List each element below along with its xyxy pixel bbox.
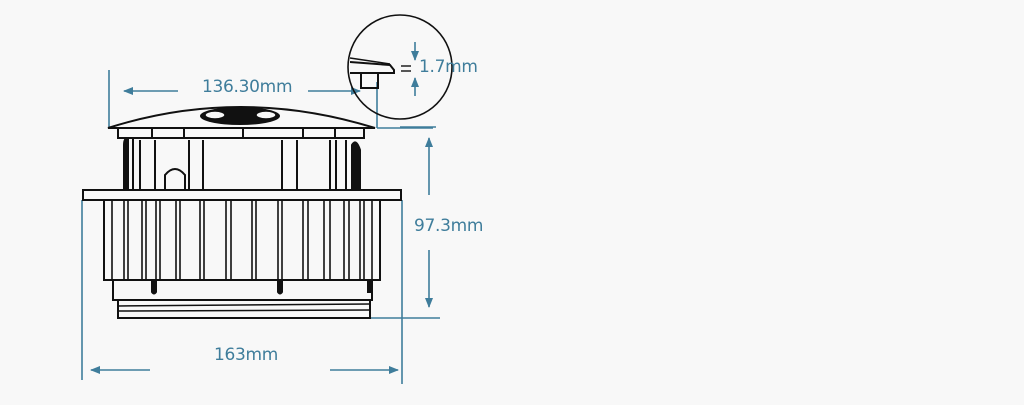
dimension-lip-thickness: 1.7mm	[419, 57, 478, 77]
dimension-flange-width: 163mm	[214, 345, 279, 365]
device-outline	[82, 106, 402, 319]
detail-callout	[347, 14, 453, 120]
dimension-top-width: 136.30mm	[202, 77, 293, 97]
dimension-lines	[81, 42, 440, 384]
dimension-height: 97.3mm	[414, 216, 484, 236]
